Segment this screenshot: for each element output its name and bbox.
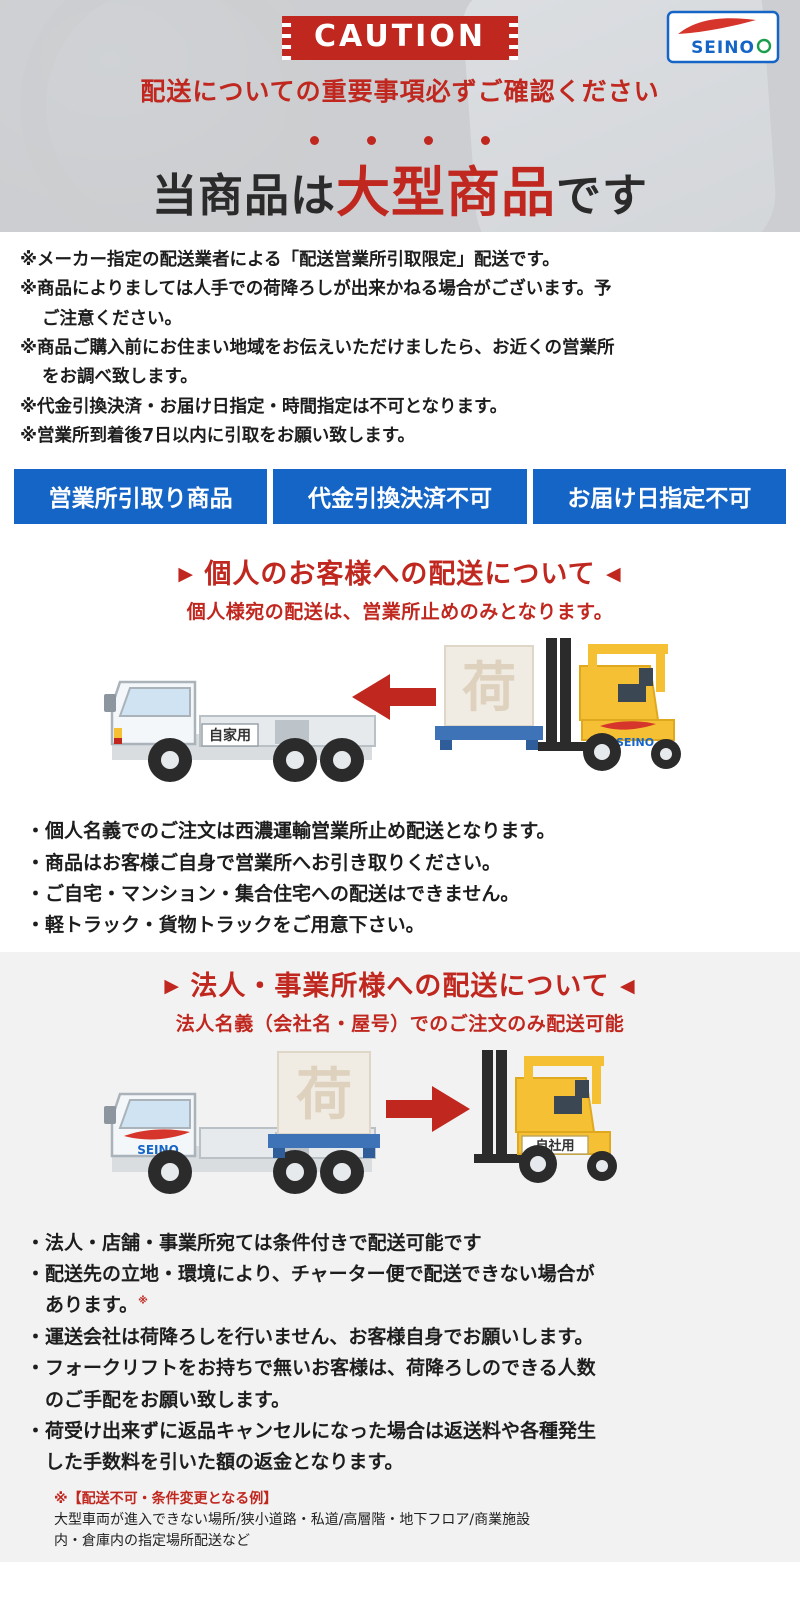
footnote-line: 内・倉庫内の指定場所配送など (54, 1532, 250, 1549)
cargo-box-graphic: 荷 (268, 1050, 380, 1158)
tag-pickup-only: 営業所引取り商品 (14, 469, 268, 525)
tag-row: 営業所引取り商品 代金引換決済不可 お届け日指定不可 (0, 457, 800, 540)
bullet-text: あります。 (45, 1294, 139, 1317)
truck-graphic: SEINO (104, 1092, 376, 1194)
arrow-right-icon (386, 1085, 470, 1132)
notes-list: ※メーカー指定の配送業者による「配送営業所引取限定」配送です。 ※商品によりまし… (0, 232, 800, 457)
note-line: ※営業所到着後7日以内に引取をお願い致します。 (20, 426, 415, 447)
hero-title-emphasis: 大型商品 (336, 161, 556, 224)
bullet-item: ・配送先の立地・環境により、チャーター便で配送できない場合が (26, 1263, 595, 1286)
note-line: ※商品ご購入前にお住まい地域をお伝えいただけましたら、お近くの営業所 (20, 338, 615, 359)
triangle-right-icon: ▶ (178, 563, 194, 586)
decorative-dots (0, 130, 800, 145)
personal-delivery-section: ▶ 個人のお客様への配送について ◀ 個人様宛の配送は、営業所止めのみとなります… (0, 540, 800, 952)
truck-forklift-right-illustration: SEINO 荷 (104, 1049, 617, 1194)
personal-subheading: 個人様宛の配送は、営業所止めのみとなります。 (186, 601, 614, 624)
seino-logo-icon: SEINO (666, 10, 780, 64)
note-line: ※代金引換決済・お届け日指定・時間指定は不可となります。 (20, 396, 508, 417)
personal-heading-text: 個人のお客様への配送について (204, 559, 596, 591)
bullet-item: ・軽トラック・貨物トラックをご用意下さい。 (26, 914, 425, 937)
bullet-item-continued: した手数料を引いた額の返金となります。 (45, 1451, 404, 1474)
caution-badge: CAUTION (282, 16, 518, 60)
personal-bullets: ・個人名義でのご注文は西濃運輸営業所止め配送となります。 ・商品はお客様ご自身で… (0, 814, 800, 941)
corporate-heading: ▶ 法人・事業所様への配送について ◀ (0, 956, 800, 1003)
personal-heading: ▶ 個人のお客様への配送について ◀ (0, 544, 800, 591)
hero-title-suffix: です (556, 169, 649, 222)
bullet-item: ・フォークリフトをお持ちで無いお客様は、荷降ろしのできる人数 (26, 1357, 596, 1380)
tag-no-cod: 代金引換決済不可 (273, 469, 527, 525)
bullet-item: ・個人名義でのご注文は西濃運輸営業所止め配送となります。 (26, 820, 556, 843)
arrow-left-icon (352, 674, 436, 721)
bullet-item: ・商品はお客様ご自身で営業所へお引き取りください。 (26, 851, 502, 874)
bullet-item-continued: のご手配をお願い致します。 (45, 1388, 291, 1411)
footnote-marker: ※ (138, 1296, 148, 1308)
note-line: ご注意ください。 (42, 308, 182, 329)
truck-graphic: 自家用 (104, 681, 376, 783)
corporate-bullets: ・法人・店舗・事業所宛ては条件付きで配送可能です ・配送先の立地・環境により、チ… (0, 1226, 800, 1479)
tag-no-date-spec: お届け日指定不可 (532, 469, 786, 525)
truck-forklift-left-illustration: 自家用 荷 (104, 638, 681, 783)
note-line: ※商品によりましては人手での荷降ろしが出来かねる場合がございます。予 (20, 279, 612, 300)
bullet-item: ・荷受け出来ずに返品キャンセルになった場合は返送料や各種発生 (26, 1419, 597, 1442)
triangle-right-icon: ▶ (164, 974, 180, 997)
truck-label-personal: 自家用 (209, 727, 251, 744)
cargo-label-personal: 荷 (462, 656, 516, 719)
note-line: をお調べ致します。 (42, 367, 198, 388)
hero-title: 当商品は大型商品です (0, 148, 800, 227)
footnote-line: 大型車両が進入できない場所/狭小道路・私道/高層階・地下フロア/商業施設 (54, 1511, 531, 1528)
corporate-heading-text: 法人・事業所様への配送について (190, 970, 610, 1002)
cargo-box-graphic: 荷 (435, 645, 543, 751)
note-line: ※メーカー指定の配送業者による「配送営業所引取限定」配送です。 (20, 250, 560, 270)
bullet-item-continued: あります。※ (26, 1290, 774, 1321)
bullet-item: ・法人・店舗・事業所宛ては条件付きで配送可能です (26, 1231, 482, 1254)
cargo-label-corporate: 荷 (296, 1063, 352, 1128)
corporate-illustration: SEINO 荷 (0, 1036, 800, 1226)
bullet-item: ・運送会社は荷降ろしを行いません、お客様自身でお願いします。 (26, 1325, 594, 1348)
hero-title-prefix: 当商品は (151, 169, 336, 222)
bullet-item: ・ご自宅・マンション・集合住宅への配送はできません。 (26, 883, 520, 906)
triangle-left-icon: ◀ (606, 563, 622, 586)
corporate-subheading: 法人名義（会社名・屋号）でのご注文のみ配送可能 (175, 1012, 625, 1035)
hero-subtitle: 配送についての重要事項必ずご確認ください (140, 77, 660, 106)
footnote-title: ※【配送不可・条件変更となる例】 (54, 1490, 278, 1507)
forklift-graphic: SEINO (538, 638, 681, 772)
hero-banner: CAUTION SEINO 配送についての重要事項必ずご確認ください 当商品は大… (0, 0, 800, 232)
triangle-left-icon: ◀ (620, 974, 636, 997)
corporate-footnote: ※【配送不可・条件変更となる例】 大型車両が進入できない場所/狭小道路・私道/高… (0, 1479, 800, 1552)
svg-text:SEINO: SEINO (691, 38, 755, 58)
personal-illustration: 自家用 荷 (0, 624, 800, 814)
forklift-brand-personal: SEINO (616, 736, 654, 749)
corporate-delivery-section: ▶ 法人・事業所様への配送について ◀ 法人名義（会社名・屋号）でのご注文のみ配… (0, 951, 800, 1562)
forklift-graphic: 自社用 (474, 1049, 617, 1183)
